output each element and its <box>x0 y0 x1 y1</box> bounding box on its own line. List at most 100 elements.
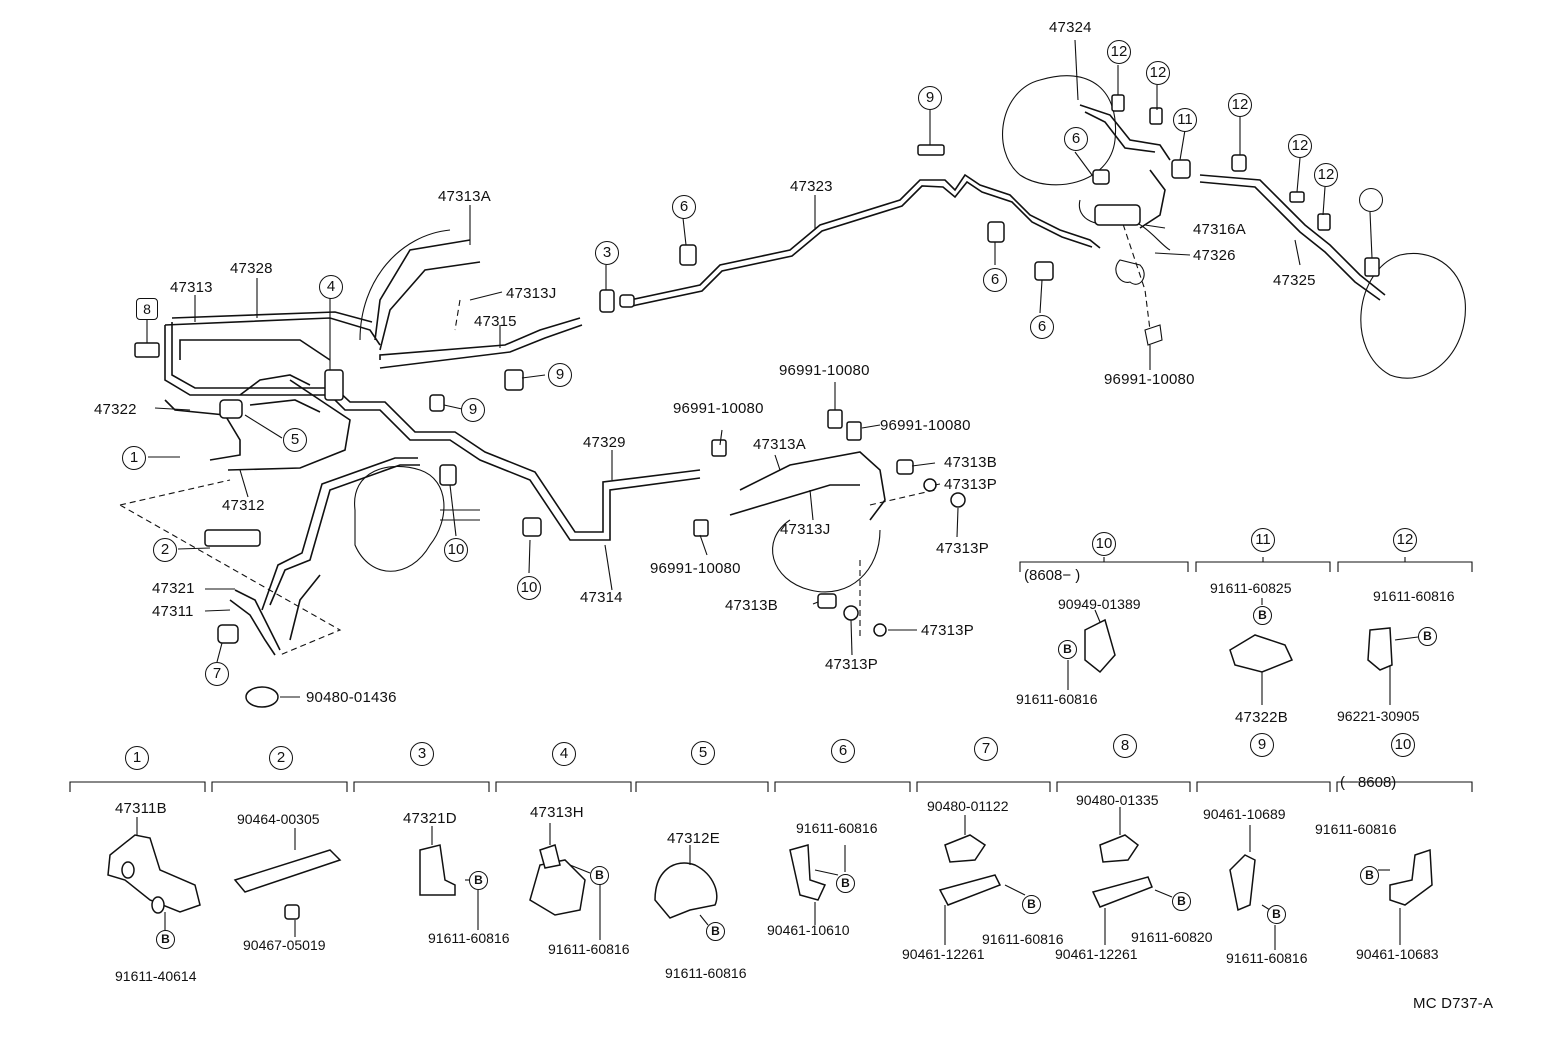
part-label: 96991-10080 <box>673 400 764 417</box>
badge-b: B <box>590 866 609 885</box>
part-code: 91611-60816 <box>665 965 747 981</box>
part-code: 91611-60816 <box>428 930 510 946</box>
part-code: 91611-60816 <box>1373 588 1455 604</box>
part-code: 90461-10689 <box>1203 806 1286 822</box>
part-code: 91611-60816 <box>796 820 878 836</box>
callout-12: 12 <box>1146 61 1170 85</box>
callout-6: 6 <box>1030 315 1054 339</box>
detail-header-1: 1 <box>125 746 149 770</box>
part-label: 96991-10080 <box>650 560 741 577</box>
callout-12: 12 <box>1288 134 1312 158</box>
part-label: 47313A <box>753 436 806 453</box>
badge-b: B <box>1253 606 1272 625</box>
badge-b: B <box>1418 627 1437 646</box>
part-label: 47313A <box>438 188 491 205</box>
callout-10: 10 <box>444 538 468 562</box>
part-label: 90480-01436 <box>306 689 397 706</box>
callout-2: 2 <box>153 538 177 562</box>
part-code: 96221-30905 <box>1337 708 1420 724</box>
detail-header-3: 3 <box>410 742 434 766</box>
callout-8: 8 <box>136 298 158 320</box>
callout-9: 9 <box>461 398 485 422</box>
part-label: 47323 <box>790 178 833 195</box>
part-code: 91611-60816 <box>1016 691 1098 707</box>
part-code: 90461-10610 <box>767 922 850 938</box>
part-label: 47326 <box>1193 247 1236 264</box>
part-label: 47311 <box>152 603 194 620</box>
detail-header-9: 9 <box>1250 733 1274 757</box>
badge-b: B <box>1267 905 1286 924</box>
part-label: 47313B <box>725 597 778 614</box>
detail-brackets-lower <box>69 781 1473 792</box>
part-code: 91611-60816 <box>1315 821 1397 837</box>
callout-10: 10 <box>517 576 541 600</box>
detail-header-12: 12 <box>1393 528 1417 552</box>
part-label: 47321D <box>403 810 457 827</box>
part-code: 90480-01335 <box>1076 792 1159 808</box>
assembly-dash-lines <box>119 479 342 656</box>
part-code: 90461-12261 <box>902 946 985 962</box>
figure-code: MC D737-A <box>1413 995 1494 1012</box>
detail-range: (8608− ) <box>1024 567 1081 584</box>
part-label: 47313 <box>170 279 213 296</box>
fittings <box>134 94 1380 708</box>
part-label: 47321 <box>152 580 195 597</box>
part-label: 96991-10080 <box>880 417 971 434</box>
part-label: 47322 <box>94 401 137 418</box>
badge-b: B <box>836 874 855 893</box>
callout-6: 6 <box>672 195 696 219</box>
part-code: 91611-40614 <box>115 968 197 984</box>
part-label: 47324 <box>1049 19 1092 36</box>
callout-12 <box>1359 188 1383 212</box>
part-label: 47313P <box>825 656 878 673</box>
callout-5: 5 <box>283 428 307 452</box>
rear-right-wheel <box>1199 174 1466 379</box>
part-label: 47311B <box>115 800 167 817</box>
detail-header-11: 11 <box>1251 528 1275 552</box>
detail-header-2: 2 <box>269 746 293 770</box>
detail-range: ( −8608) <box>1340 774 1397 791</box>
part-code: 90464-00305 <box>237 811 320 827</box>
badge-b: B <box>1360 866 1379 885</box>
part-label: 47313J <box>506 285 557 302</box>
part-code: 91611-60825 <box>1210 580 1292 596</box>
badge-b: B <box>706 922 725 941</box>
callout-9: 9 <box>548 363 572 387</box>
part-label: 47313P <box>944 476 997 493</box>
badge-b: B <box>1058 640 1077 659</box>
badge-b: B <box>469 871 488 890</box>
booster-outline <box>354 465 445 572</box>
leader-lines <box>146 39 1373 698</box>
front-brake-tubes <box>164 311 701 656</box>
callout-12: 12 <box>1228 93 1252 117</box>
part-label: 47313P <box>921 622 974 639</box>
detail-header-5: 5 <box>691 741 715 765</box>
detail-header-8: 8 <box>1113 734 1137 758</box>
part-label: 47329 <box>583 434 626 451</box>
badge-b: B <box>1022 895 1041 914</box>
detail-part-drawings <box>107 609 1433 950</box>
callout-1: 1 <box>122 446 146 470</box>
part-code: 90461-12261 <box>1055 946 1138 962</box>
part-label: 96991-10080 <box>779 362 870 379</box>
rear-tube-47323 <box>629 173 1101 301</box>
middle-hose-area <box>729 451 936 640</box>
part-code: 91611-60816 <box>548 941 630 957</box>
part-label: 47316A <box>1193 221 1246 238</box>
part-code: 91611-60820 <box>1131 929 1213 945</box>
callout-12: 12 <box>1314 163 1338 187</box>
detail-header-6: 6 <box>831 739 855 763</box>
part-code: 91611-60816 <box>1226 950 1308 966</box>
callout-6: 6 <box>1064 127 1088 151</box>
part-label: 47325 <box>1273 272 1316 289</box>
part-label: 47328 <box>230 260 273 277</box>
part-label: 47312 <box>222 497 265 514</box>
part-code: 90467-05019 <box>243 937 326 953</box>
part-label: 47314 <box>580 589 623 606</box>
detail-brackets-upper <box>1019 557 1473 705</box>
badge-b: B <box>1172 892 1191 911</box>
part-label: 96991-10080 <box>1104 371 1195 388</box>
front-hose-area-top <box>359 229 583 369</box>
